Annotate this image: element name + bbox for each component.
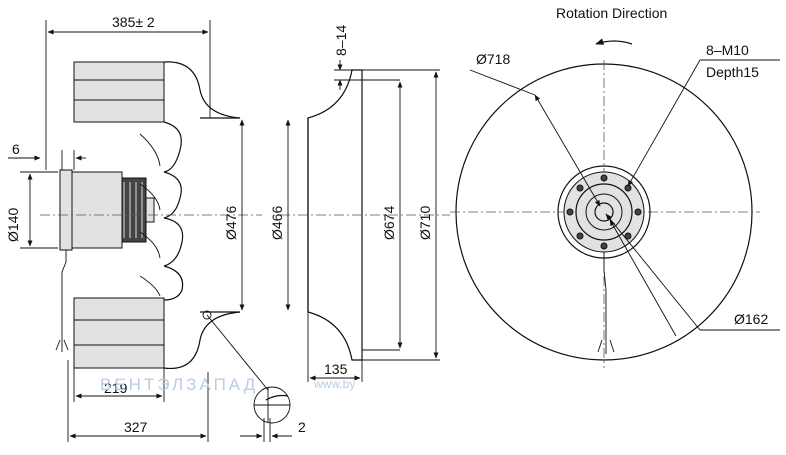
- front-view: Rotation Direction Ø718 8–M10 Depth15 Ø1…: [450, 5, 780, 368]
- cable-side: [61, 250, 67, 340]
- dim-length-327: 327: [124, 419, 148, 435]
- dim-bolt-circle-dia: Ø674: [381, 206, 397, 240]
- dim-gap-top: 8–14: [333, 25, 349, 56]
- dim-total-length: 385± 2: [112, 14, 155, 30]
- dim-mount-depth: Depth15: [706, 64, 759, 80]
- side-view: 385± 2 6 Ø140 Ø476 219 327 2: [5, 14, 306, 442]
- watermark-brand: ВЕНТЭЛЗАПАД: [100, 375, 258, 394]
- dim-length-219: 219: [104, 380, 128, 396]
- dim-impeller-dia: Ø718: [476, 51, 510, 67]
- cable-front: [603, 252, 607, 340]
- rotation-arrow-icon: [595, 38, 633, 45]
- blade-curve-1: [163, 61, 241, 119]
- dim-flange-thickness: 6: [12, 141, 20, 157]
- dim-inlet-dia: Ø476: [223, 206, 239, 240]
- dim-mount-holes: 8–M10: [706, 42, 749, 58]
- hub: [585, 193, 623, 231]
- dim-motor-dia: Ø140: [5, 208, 21, 242]
- rotation-title: Rotation Direction: [556, 5, 667, 21]
- dim-hub-dia: Ø162: [734, 311, 768, 327]
- motor-body: [71, 171, 123, 249]
- dim-detail-gap: 2: [298, 419, 306, 435]
- blade-curve-2: [163, 311, 241, 370]
- impeller-bottom-block: [73, 297, 165, 369]
- impeller-top-block: [73, 61, 165, 123]
- dim-ring-depth: 135: [324, 361, 348, 377]
- dim-ring-dia: Ø466: [269, 206, 285, 240]
- dim-outer-flange-dia: Ø710: [417, 206, 433, 240]
- inlet-ring-view: 8–14 Ø466 Ø674 Ø710 135: [269, 25, 450, 382]
- watermark-site: www.by: [313, 377, 355, 391]
- motor-flange: [59, 169, 73, 251]
